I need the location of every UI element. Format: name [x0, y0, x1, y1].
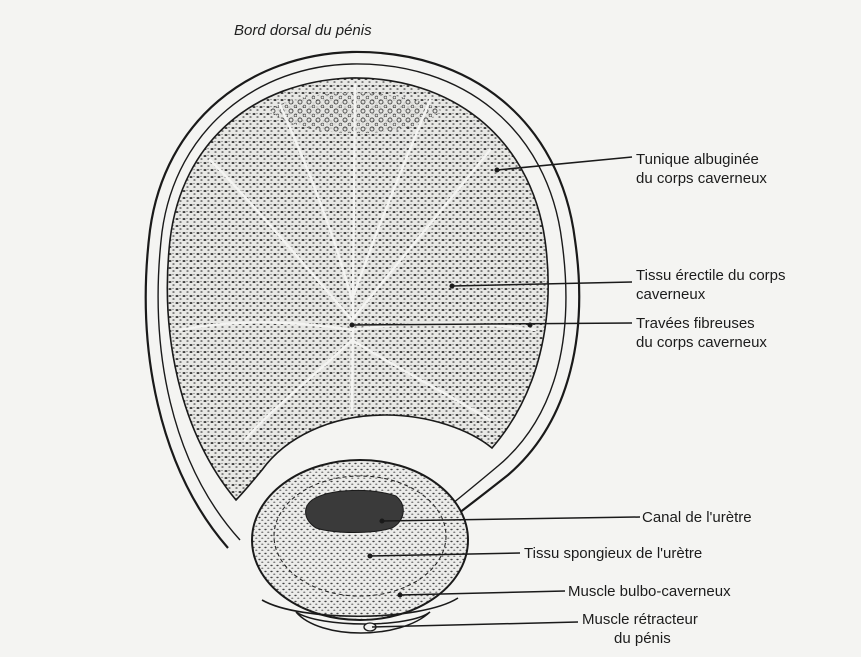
- label-canal-uretre: Canal de l'urètre: [642, 508, 752, 527]
- label-line: Muscle rétracteur: [582, 610, 698, 629]
- label-travees-fibreuses: Travées fibreuses du corps caverneux: [636, 314, 767, 352]
- label-line: du corps caverneux: [636, 333, 767, 352]
- label-line: Travées fibreuses: [636, 314, 767, 333]
- label-line: du pénis: [582, 629, 698, 648]
- label-line: caverneux: [636, 285, 786, 304]
- label-line: Tunique albuginée: [636, 150, 767, 169]
- diagram-title: Bord dorsal du pénis: [234, 22, 372, 39]
- label-muscle-bulbo-caverneux: Muscle bulbo-caverneux: [568, 582, 731, 601]
- label-tunique-albuginee: Tunique albuginée du corps caverneux: [636, 150, 767, 188]
- label-line: Tissu érectile du corps: [636, 266, 786, 285]
- erectile-tissue-body: [167, 78, 548, 500]
- label-muscle-retracteur: Muscle rétracteur du pénis: [582, 610, 698, 648]
- label-tissu-erectile: Tissu érectile du corps caverneux: [636, 266, 786, 304]
- label-tissu-spongieux: Tissu spongieux de l'urètre: [524, 544, 702, 563]
- label-line: Canal de l'urètre: [642, 508, 752, 527]
- label-line: Muscle bulbo-caverneux: [568, 582, 731, 601]
- urethral-canal: [306, 490, 404, 532]
- label-line: du corps caverneux: [636, 169, 767, 188]
- label-line: Tissu spongieux de l'urètre: [524, 544, 702, 563]
